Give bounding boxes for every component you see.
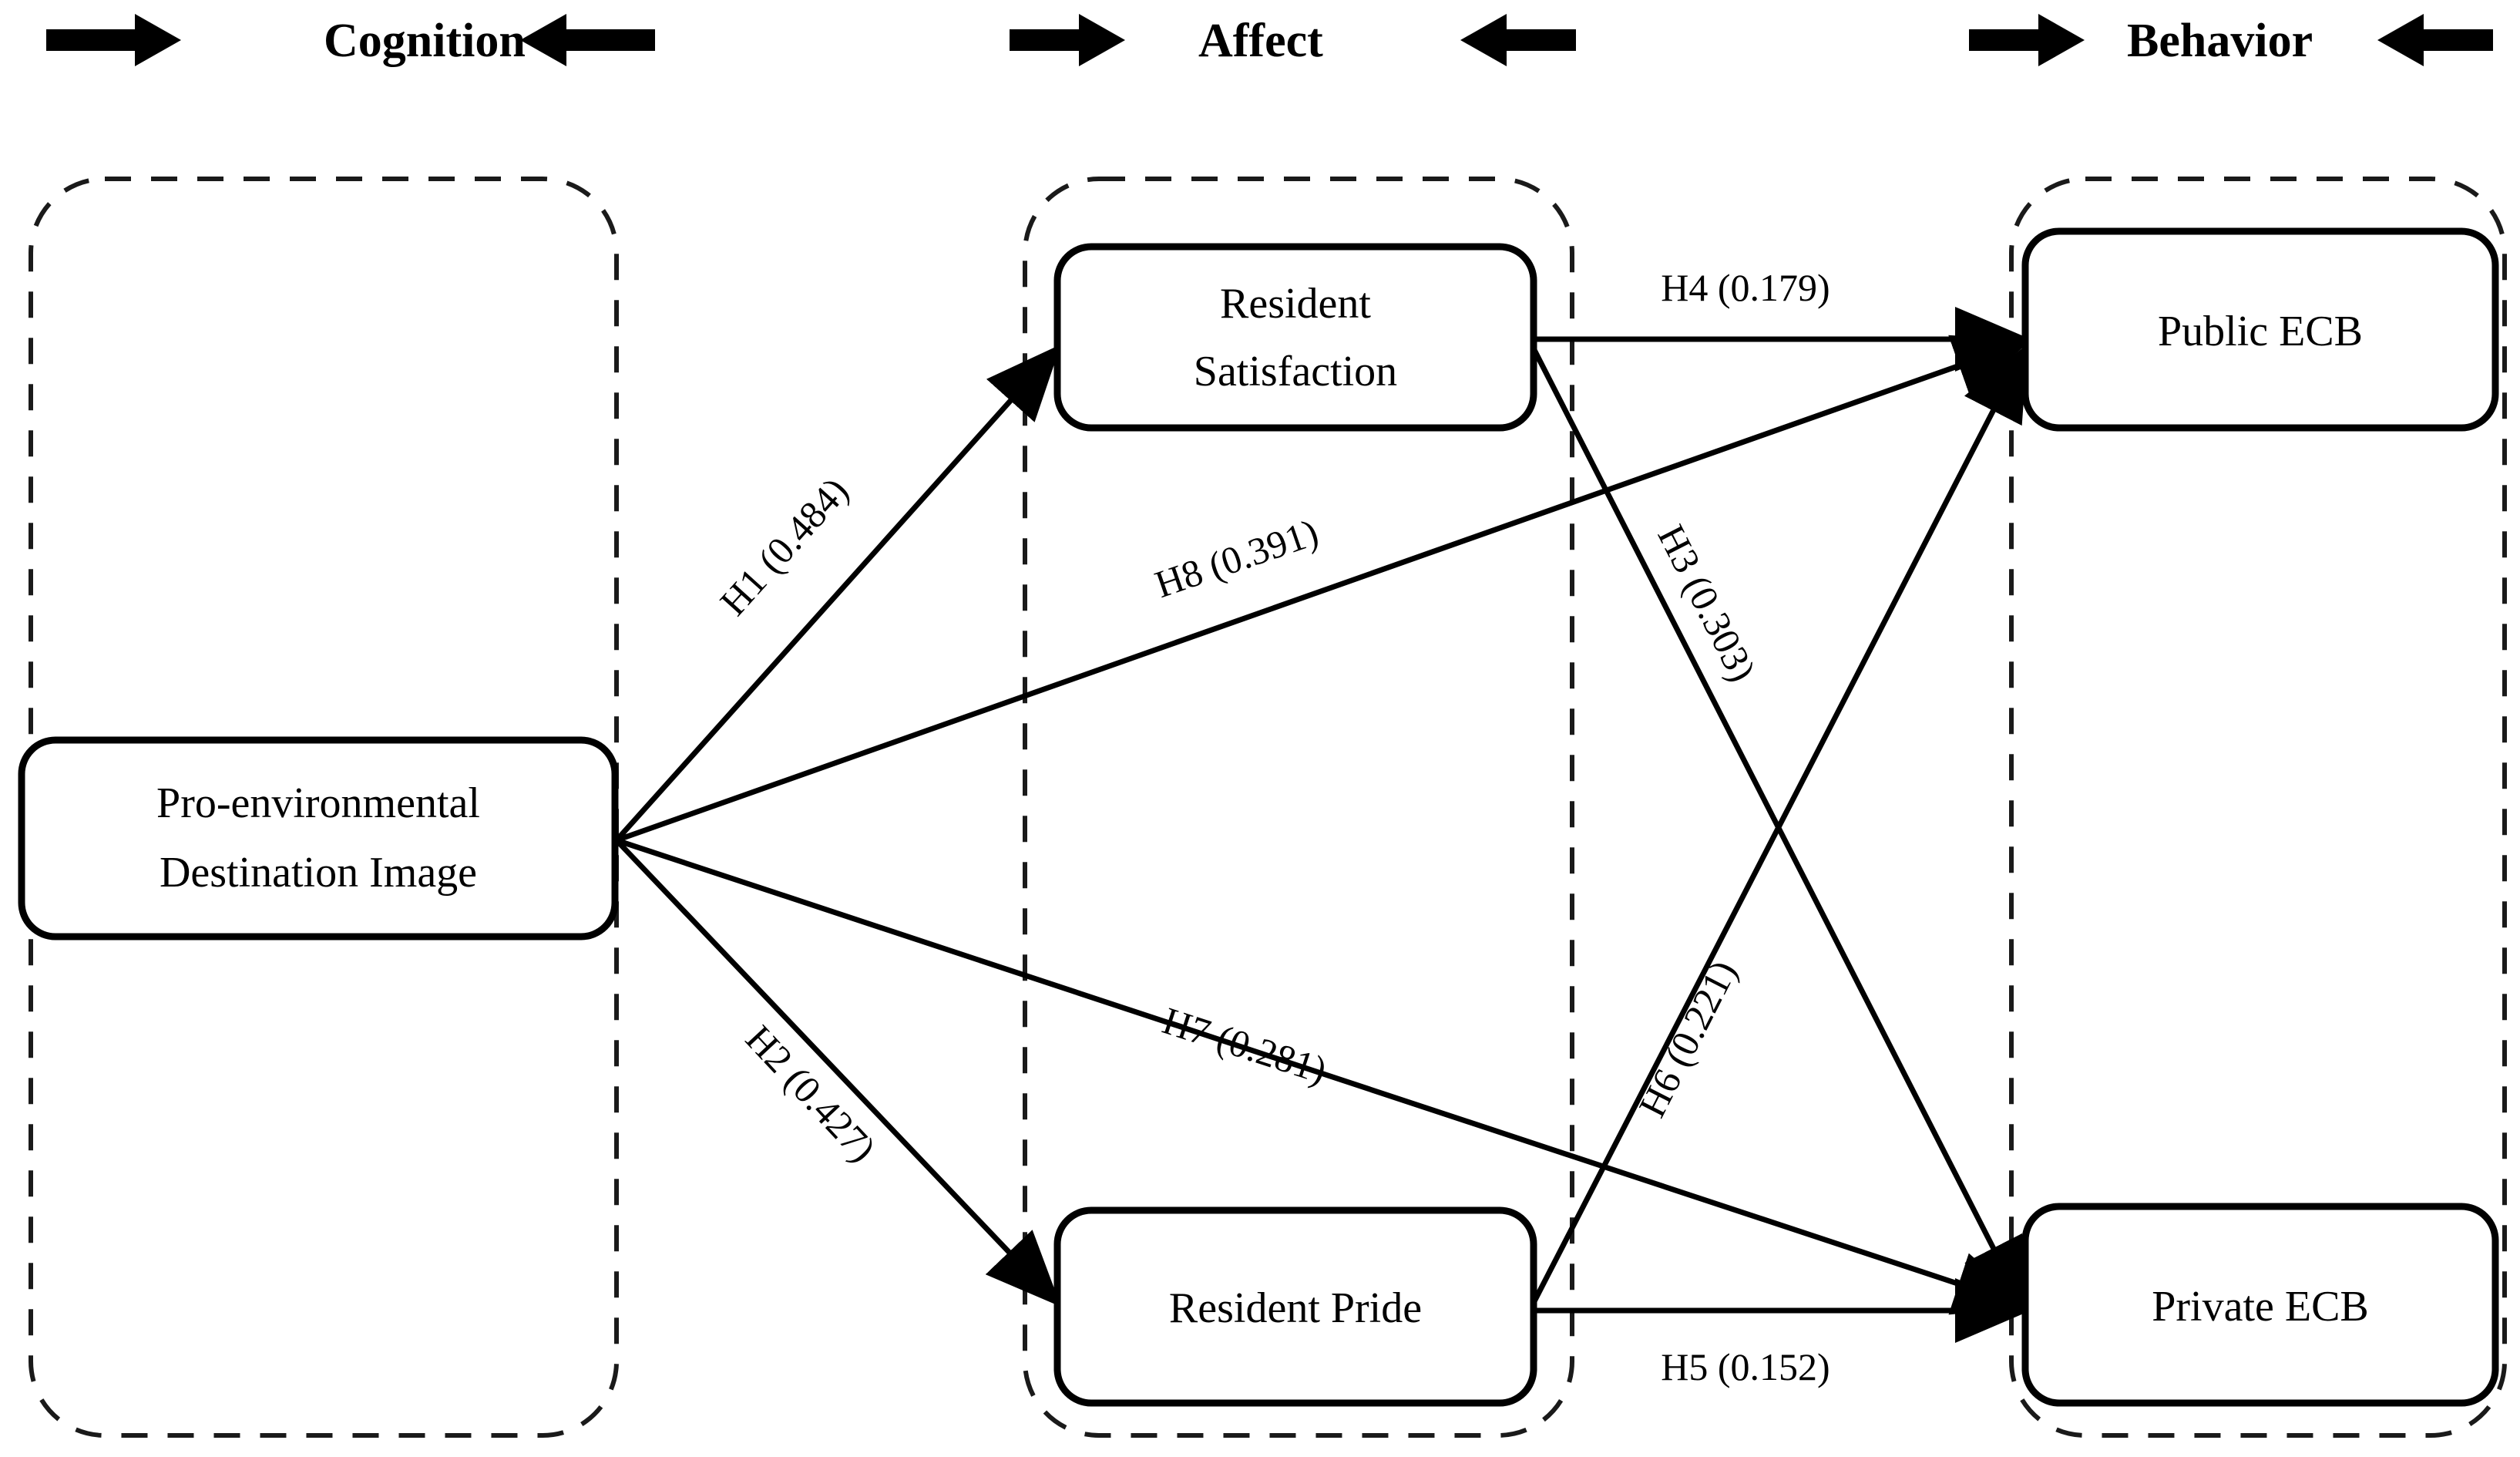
header-affect: Affect [1010,14,1576,67]
path-label-H3: H3 (0.303) [1649,518,1765,688]
path-label-H5: H5 (0.152) [1661,1345,1830,1388]
node-pedi[interactable]: Pro-environmental Destination Image [18,736,619,940]
node-pride[interactable]: Resident Pride [1053,1206,1537,1407]
arrow-left-block-icon [2377,14,2493,66]
node-label-satisfaction-line2: Satisfaction [1194,348,1397,395]
edge-H6 [1530,343,2028,1304]
arrow-right-block-icon [1969,14,2085,66]
edge-H1 [614,344,1061,843]
header-label-behavior: Behavior [2127,15,2313,67]
arrow-left-block-icon [520,14,655,66]
node-box-public-ecb[interactable] [2021,227,2499,432]
arrow-right-block-icon [46,14,181,66]
path-label-H6: H6 (0.221) [1630,954,1746,1124]
node-label-public-ecb: Public ECB [2158,308,2363,355]
node-box-pedi[interactable] [18,736,619,940]
edge-H2 [614,838,1061,1307]
node-label-pride: Resident Pride [1169,1284,1422,1332]
path-label-H7: H7 (0.281) [1158,998,1332,1092]
path-label-H2: H2 (0.427) [738,1017,885,1170]
node-private-ecb[interactable]: Private ECB [2021,1203,2499,1407]
node-public-ecb[interactable]: Public ECB [2021,227,2499,432]
node-box-pride[interactable] [1053,1206,1537,1407]
node-box-satisfaction[interactable] [1053,243,1537,432]
edge-H8 [615,335,2031,843]
arrow-left-block-icon [1460,14,1576,66]
group-container-affect [1023,177,1574,1438]
node-label-private-ecb: Private ECB [2152,1283,2369,1331]
header-label-affect: Affect [1198,15,1323,67]
node-box-private-ecb[interactable] [2021,1203,2499,1407]
arrow-right-block-icon [1010,14,1125,66]
path-label-H4: H4 (0.179) [1661,266,1830,309]
node-label-pedi-line1: Pro-environmental [156,779,480,827]
node-satisfaction[interactable]: Resident Satisfaction [1053,243,1537,432]
header-cognition: Cognition [46,14,655,67]
edge-H7 [615,837,2031,1315]
path-label-H8: H8 (0.391) [1150,510,1324,606]
node-label-satisfaction-line1: Resident [1220,280,1371,328]
header-behavior: Behavior [1969,14,2493,67]
node-label-pedi-line2: Destination Image [160,849,477,897]
header-label-cognition: Cognition [324,15,526,67]
group-container-behavior [2009,177,2507,1438]
